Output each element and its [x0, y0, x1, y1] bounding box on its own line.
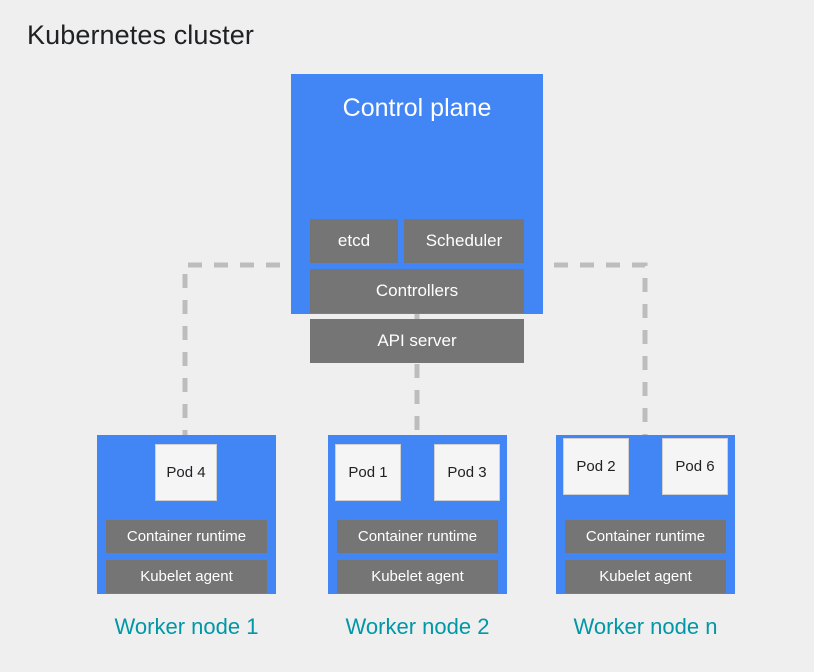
pod-box[interactable]: Pod 4: [155, 444, 217, 501]
page-title: Kubernetes cluster: [27, 20, 254, 50]
worker-node-1-container-runtime[interactable]: Container runtime: [106, 520, 267, 553]
worker-node-2-pod-area: Pod 1 Pod 3: [328, 435, 507, 515]
control-plane-box[interactable]: Control plane etcd Scheduler Controllers…: [291, 74, 543, 363]
control-plane-component-controllers[interactable]: Controllers: [310, 269, 524, 313]
control-plane-row-controllers: Controllers: [310, 269, 524, 313]
pod-box[interactable]: Pod 6: [662, 438, 728, 495]
worker-node-n-container-runtime[interactable]: Container runtime: [565, 520, 726, 553]
control-plane-row-api-server: API server: [310, 319, 524, 363]
control-plane-component-etcd[interactable]: etcd: [310, 219, 398, 263]
worker-node-n-pod-area: Pod 2 Pod 6: [556, 435, 735, 515]
pod-box[interactable]: Pod 1: [335, 444, 401, 501]
worker-node-n-kubelet-agent[interactable]: Kubelet agent: [565, 560, 726, 593]
worker-node-2-container-runtime[interactable]: Container runtime: [337, 520, 498, 553]
worker-node-1-box[interactable]: Pod 4 Container runtime Kubelet agent: [97, 435, 276, 594]
worker-node-n-box[interactable]: Pod 2 Pod 6 Container runtime Kubelet ag…: [556, 435, 735, 594]
worker-node-n-label: Worker node n: [573, 614, 718, 639]
connector-to-worker-node-n: [528, 262, 648, 435]
worker-node-1-label: Worker node 1: [114, 614, 259, 639]
control-plane-title: Control plane: [342, 94, 492, 122]
worker-node-1-pod-area: Pod 4: [97, 435, 276, 515]
pod-box[interactable]: Pod 3: [434, 444, 500, 501]
pod-box[interactable]: Pod 2: [563, 438, 629, 495]
control-plane-component-scheduler[interactable]: Scheduler: [404, 219, 524, 263]
worker-node-2-box[interactable]: Pod 1 Pod 3 Container runtime Kubelet ag…: [328, 435, 507, 594]
worker-node-2-label: Worker node 2: [345, 614, 490, 639]
connector-to-worker-node-1: [182, 262, 306, 435]
control-plane-component-api-server[interactable]: API server: [310, 319, 524, 363]
worker-node-2-kubelet-agent[interactable]: Kubelet agent: [337, 560, 498, 593]
control-plane-row-top: etcd Scheduler: [310, 219, 524, 263]
worker-node-1-kubelet-agent[interactable]: Kubelet agent: [106, 560, 267, 593]
